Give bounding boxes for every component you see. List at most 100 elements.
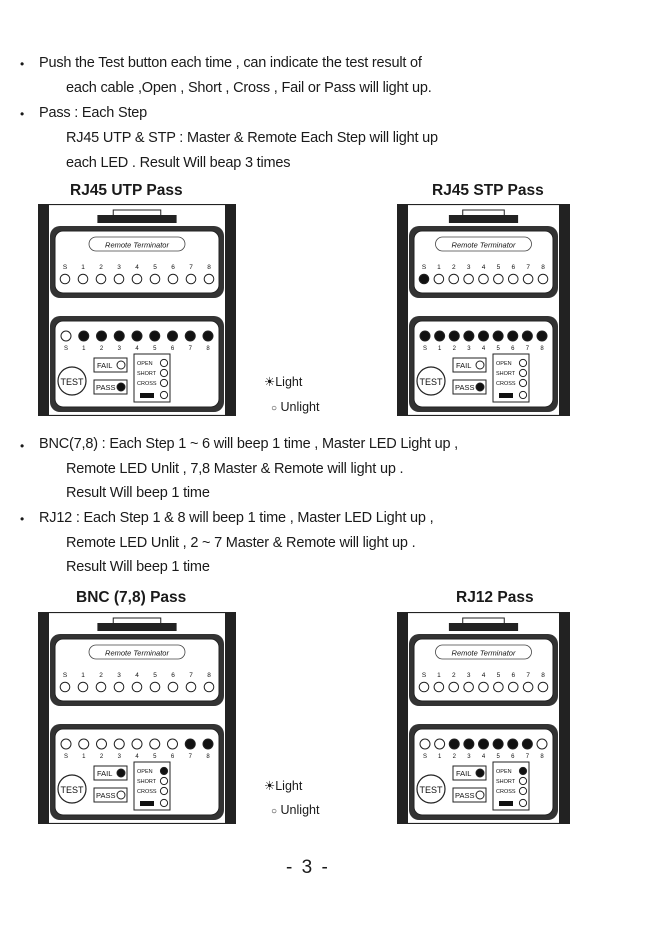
master-pin-label: 4 <box>135 754 139 760</box>
master-led <box>492 738 504 750</box>
master-led <box>478 738 489 750</box>
remote-pin-label: 5 <box>497 264 501 271</box>
status-led <box>159 766 169 776</box>
status-led <box>159 368 169 378</box>
fail-label: FAIL <box>456 361 471 370</box>
remote-pin-label: 7 <box>526 264 530 271</box>
remote-led <box>522 273 534 285</box>
master-pin-label: 2 <box>453 754 457 760</box>
master-pin-label: 5 <box>153 754 157 760</box>
cable-icon <box>499 393 513 398</box>
device-side-left <box>39 613 49 823</box>
device-notch-dark <box>97 215 177 223</box>
master-pin-label: 2 <box>100 346 104 352</box>
master-pin-label: 7 <box>526 346 530 352</box>
fail-label: FAIL <box>97 769 112 778</box>
master-led <box>184 330 196 342</box>
master-led <box>167 330 178 342</box>
master-led <box>521 738 533 750</box>
remote-pin-label: 1 <box>81 264 85 271</box>
text-line: Pass : Each Step <box>39 105 148 121</box>
remote-label: Remote Terminator <box>105 649 169 658</box>
fail-led <box>475 360 485 370</box>
master-led <box>507 738 519 750</box>
fail-led <box>116 768 126 778</box>
remote-led <box>167 273 179 285</box>
text-line: RJ12 : Each Step 1 & 8 will beep 1 time … <box>39 510 434 526</box>
remote-pin-label: 7 <box>189 672 193 679</box>
remote-pin-label: 8 <box>541 672 545 679</box>
pass-label: PASS <box>455 383 474 392</box>
legend-light: ☀Light <box>264 375 303 389</box>
remote-led <box>203 273 215 285</box>
test-button <box>57 774 87 804</box>
remote-label: Remote Terminator <box>452 649 516 658</box>
text-line: each cable ,Open , Short , Cross , Fail … <box>66 80 432 96</box>
master-pin-label: 5 <box>496 754 500 760</box>
master-led <box>463 330 475 342</box>
master-pin-label: 3 <box>467 346 471 352</box>
text-line: each LED . Result Will beap 3 times <box>66 155 291 171</box>
test-button-label: TEST <box>60 377 84 387</box>
pass-led <box>116 790 126 800</box>
cable-led <box>518 390 528 400</box>
master-led <box>78 330 90 342</box>
remote-pin-label: 8 <box>207 672 211 679</box>
master-led <box>149 330 161 342</box>
fail-led <box>116 360 126 370</box>
cable-icon <box>140 393 154 398</box>
status-label: SHORT <box>496 371 516 377</box>
remote-label: Remote Terminator <box>452 241 516 250</box>
master-pin-label: 4 <box>482 346 486 352</box>
remote-label-capsule <box>435 236 532 252</box>
status-led <box>159 786 169 796</box>
cable-icon <box>140 801 154 806</box>
device-side-right <box>225 205 235 415</box>
device-side-right <box>559 613 569 823</box>
status-led <box>518 786 528 796</box>
master-pin-label: 6 <box>511 346 515 352</box>
remote-led <box>185 681 197 693</box>
remote-led <box>493 681 504 693</box>
sun-icon: ☀ <box>264 375 276 389</box>
remote-pin-label: 6 <box>511 672 515 679</box>
remote-pin-label: 3 <box>467 672 471 679</box>
master-pin-label: 6 <box>171 346 175 352</box>
test-button-label: TEST <box>419 377 443 387</box>
bullet-dot: • <box>20 512 25 526</box>
master-led <box>536 738 548 750</box>
sun-icon: ☀ <box>264 779 276 793</box>
remote-label-capsule <box>88 644 186 660</box>
remote-led <box>131 681 143 693</box>
text-line: Push the Test button each time , can ind… <box>39 55 422 71</box>
cable-icon <box>499 801 513 806</box>
master-led <box>131 330 143 342</box>
master-pin-label: 6 <box>171 754 175 760</box>
master-pin-label: 8 <box>540 346 544 352</box>
status-led <box>159 378 169 388</box>
remote-led <box>507 681 519 693</box>
remote-pin-label: 2 <box>452 264 456 271</box>
remote-pin-label: 5 <box>153 264 157 271</box>
remote-pin-label: 7 <box>189 264 193 271</box>
remote-pin-label: 7 <box>526 672 530 679</box>
remote-pin-label: 2 <box>99 264 103 271</box>
status-label: SHORT <box>137 371 157 377</box>
master-pin-label: 3 <box>118 754 122 760</box>
device-side-left <box>39 205 49 415</box>
master-led <box>167 738 178 750</box>
legend-light: ☀Light <box>264 779 303 793</box>
master-pin-label: S <box>64 754 68 760</box>
master-led <box>507 330 519 342</box>
master-pin-label: 1 <box>82 346 86 352</box>
master-pin-label: 3 <box>467 754 471 760</box>
master-led <box>202 330 214 342</box>
master-pin-label: 4 <box>135 346 139 352</box>
master-led <box>434 738 446 750</box>
remote-pin-label: 2 <box>452 672 456 679</box>
cable-led <box>159 390 169 400</box>
master-pin-label: 8 <box>206 754 210 760</box>
